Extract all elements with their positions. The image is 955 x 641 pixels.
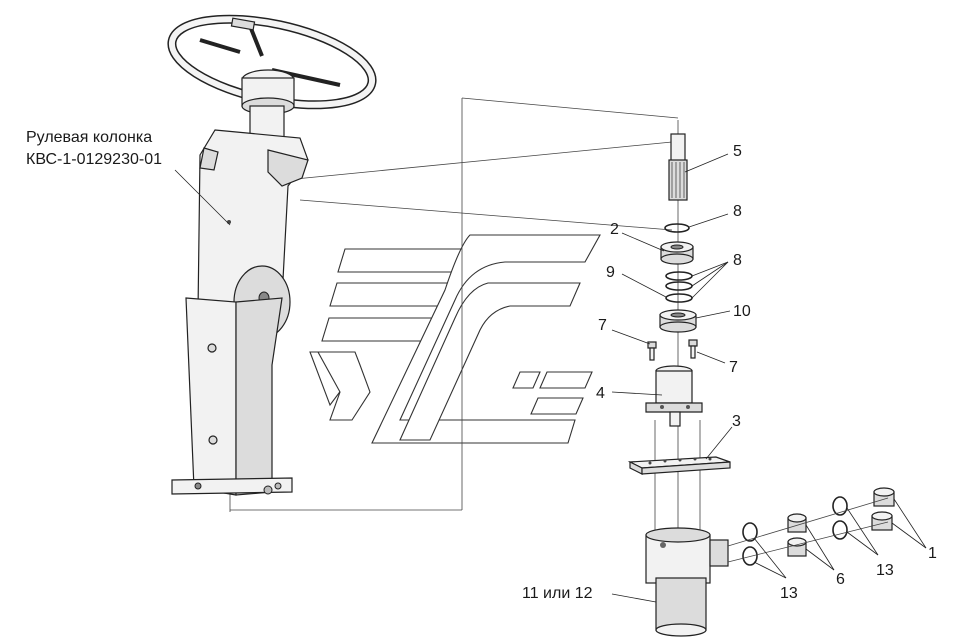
callout-13-left: 13 — [780, 585, 798, 602]
callout-7-right: 7 — [729, 359, 738, 376]
assembly-title-line1: Рулевая колонка — [26, 129, 152, 146]
callout-5: 5 — [733, 143, 742, 160]
projection-lines — [229, 97, 679, 512]
part-13-seal-4 — [832, 520, 848, 540]
part-8-ring-2 — [665, 271, 693, 281]
part-4-flange — [645, 365, 703, 427]
leader-lines — [174, 153, 927, 603]
part-3-plate — [627, 456, 731, 475]
part-11-12-hydraulic-unit — [645, 527, 729, 637]
assembly-title-line2: КВС-1-0129230-01 — [26, 151, 162, 168]
pedestal-front — [185, 297, 237, 496]
watermark-logo — [309, 234, 601, 444]
callout-9: 9 — [606, 264, 615, 281]
part-2-bearing — [660, 241, 694, 265]
part-13-seal-2 — [742, 546, 758, 566]
part-6-fittings — [787, 513, 807, 557]
part-13-seal-3 — [832, 496, 848, 516]
part-10-bearing — [659, 309, 697, 333]
steering-column-assembly — [167, 14, 377, 496]
steering-wheel — [167, 14, 377, 115]
callout-8-lower: 8 — [733, 252, 742, 269]
part-1-fittings — [871, 487, 895, 531]
callout-10: 10 — [733, 303, 751, 320]
exploded-parts — [627, 120, 895, 637]
callout-4: 4 — [596, 385, 605, 402]
callout-13-right: 13 — [876, 562, 894, 579]
part-7-screws — [647, 339, 698, 361]
callout-3: 3 — [732, 413, 741, 430]
part-8-ring — [664, 223, 690, 233]
part-8-ring-3 — [665, 281, 693, 291]
callout-2: 2 — [610, 221, 619, 238]
part-5-shaft — [668, 133, 688, 201]
callout-8-upper: 8 — [733, 203, 742, 220]
callout-11-or-12: 11 или 12 — [522, 585, 593, 602]
callout-1: 1 — [928, 545, 937, 562]
callout-7-left: 7 — [598, 317, 607, 334]
base-plate — [171, 477, 293, 495]
callout-6: 6 — [836, 571, 845, 588]
part-13-seal-1 — [742, 522, 758, 542]
part-9-ring — [665, 293, 693, 303]
